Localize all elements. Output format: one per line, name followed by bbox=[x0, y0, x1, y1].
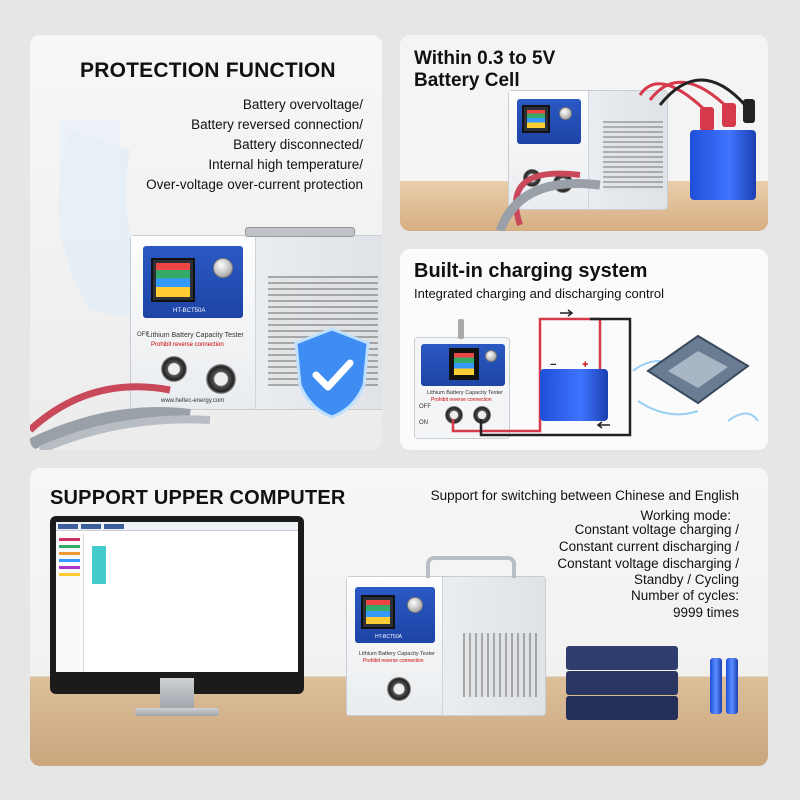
device-screen bbox=[449, 348, 479, 380]
monitor-neck bbox=[160, 678, 194, 710]
device-off-label: OFF bbox=[137, 332, 149, 338]
voltage-title-line-1: Within 0.3 to 5V bbox=[414, 48, 556, 69]
red-terminal bbox=[445, 406, 463, 424]
test-cables bbox=[30, 383, 211, 450]
device-model: HT-BCT50A bbox=[375, 634, 402, 640]
device-model: HT-BCT50A bbox=[173, 308, 206, 314]
black-terminal bbox=[387, 677, 411, 701]
feature-line-6: Standby / Cycling bbox=[633, 572, 739, 587]
device-screen bbox=[522, 105, 550, 133]
device-control-plate bbox=[421, 344, 505, 386]
monitor-base bbox=[135, 708, 219, 716]
cylinder-cell-2 bbox=[726, 658, 738, 714]
device-probe bbox=[458, 319, 464, 339]
device-off-label: OFF bbox=[419, 404, 431, 410]
device-on-label: ON bbox=[419, 420, 428, 426]
upper-computer-panel: SUPPORT UPPER COMPUTER Support for switc… bbox=[30, 468, 768, 766]
device-control-plate: HT-BCT50A bbox=[143, 246, 243, 318]
device-label: Lithium Battery Capacity Tester bbox=[359, 651, 436, 657]
device-url: www.heltec-energy.com bbox=[161, 398, 225, 404]
computer-monitor bbox=[50, 516, 304, 694]
feature-line-5: Constant voltage discharging / bbox=[557, 556, 739, 571]
charging-subtitle: Integrated charging and discharging cont… bbox=[414, 286, 665, 301]
device-sublabel: Prohibit reverse connection bbox=[363, 658, 424, 664]
device-screen bbox=[361, 595, 395, 629]
device-control-plate bbox=[517, 99, 581, 144]
feature-line-1: Support for switching between Chinese an… bbox=[430, 488, 739, 503]
toolbar-button bbox=[104, 524, 124, 529]
software-sidebar bbox=[56, 534, 84, 672]
protection-line-5: Over-voltage over-current protection bbox=[146, 177, 363, 192]
device-sublabel: Prohibit reverse connection bbox=[431, 397, 492, 403]
voltage-title-line-2: Battery Cell bbox=[414, 70, 520, 91]
charging-title: Built-in charging system bbox=[414, 260, 648, 282]
shield-check-icon bbox=[294, 327, 370, 419]
charging-system-panel: Built-in charging system Integrated char… bbox=[400, 249, 768, 450]
vent-grille bbox=[463, 633, 537, 697]
feature-line-3: Constant voltage charging / bbox=[574, 522, 739, 537]
voltage-range-panel: Within 0.3 to 5V Battery Cell bbox=[400, 35, 768, 231]
battery-pack-2 bbox=[566, 671, 678, 695]
battery-cell bbox=[540, 369, 608, 421]
device-control-plate: HT-BCT50A bbox=[355, 587, 435, 643]
device-handle bbox=[426, 556, 516, 578]
capacity-tester-device: HT-BCT50A Lithium Battery Capacity Teste… bbox=[346, 576, 546, 716]
protection-function-panel: PROTECTION FUNCTION Battery overvoltage/… bbox=[30, 35, 382, 450]
cylinder-cell-1 bbox=[710, 658, 722, 714]
capacity-tester-front: Lithium Battery Capacity Tester Prohibit… bbox=[414, 337, 510, 439]
device-handle bbox=[245, 227, 355, 237]
battery-pack-3 bbox=[566, 696, 678, 720]
software-toolbar bbox=[56, 522, 298, 531]
black-terminal bbox=[473, 406, 491, 424]
protection-line-3: Battery disconnected/ bbox=[233, 137, 363, 152]
battery-cell bbox=[690, 130, 756, 200]
device-label: Lithium Battery Capacity Tester bbox=[427, 390, 504, 396]
battery-pack-1 bbox=[566, 646, 678, 670]
device-knob bbox=[213, 258, 233, 278]
protection-line-4: Internal high temperature/ bbox=[208, 157, 363, 172]
red-terminal bbox=[161, 356, 187, 382]
monitor-screen bbox=[56, 522, 298, 672]
black-terminal bbox=[206, 364, 236, 394]
device-label: Lithium Battery Capacity Tester bbox=[147, 332, 244, 339]
toolbar-button bbox=[58, 524, 78, 529]
device-screen bbox=[151, 258, 195, 302]
feature-line-8: 9999 times bbox=[672, 605, 739, 620]
feature-line-2: Working mode: bbox=[640, 508, 731, 523]
toolbar-button bbox=[81, 524, 101, 529]
feature-line-4: Constant current discharging / bbox=[558, 539, 739, 554]
chip-icon bbox=[632, 334, 759, 422]
positive-symbol: + bbox=[582, 359, 589, 371]
protection-line-1: Battery overvoltage/ bbox=[242, 97, 363, 112]
device-knob bbox=[407, 597, 423, 613]
feature-line-7: Number of cycles: bbox=[630, 588, 739, 603]
negative-symbol: − bbox=[550, 359, 557, 371]
device-sublabel: Prohibit reverse connection bbox=[151, 342, 224, 348]
vent-grille bbox=[603, 121, 663, 191]
protection-line-2: Battery reversed connection/ bbox=[191, 117, 363, 132]
software-chart-block bbox=[92, 546, 106, 584]
clip-cables bbox=[495, 78, 755, 231]
device-knob bbox=[559, 107, 572, 120]
protection-function-title: PROTECTION FUNCTION bbox=[80, 59, 336, 82]
decorative-swirl bbox=[58, 120, 190, 330]
upper-computer-title: SUPPORT UPPER COMPUTER bbox=[50, 487, 346, 509]
device-knob bbox=[485, 350, 497, 362]
